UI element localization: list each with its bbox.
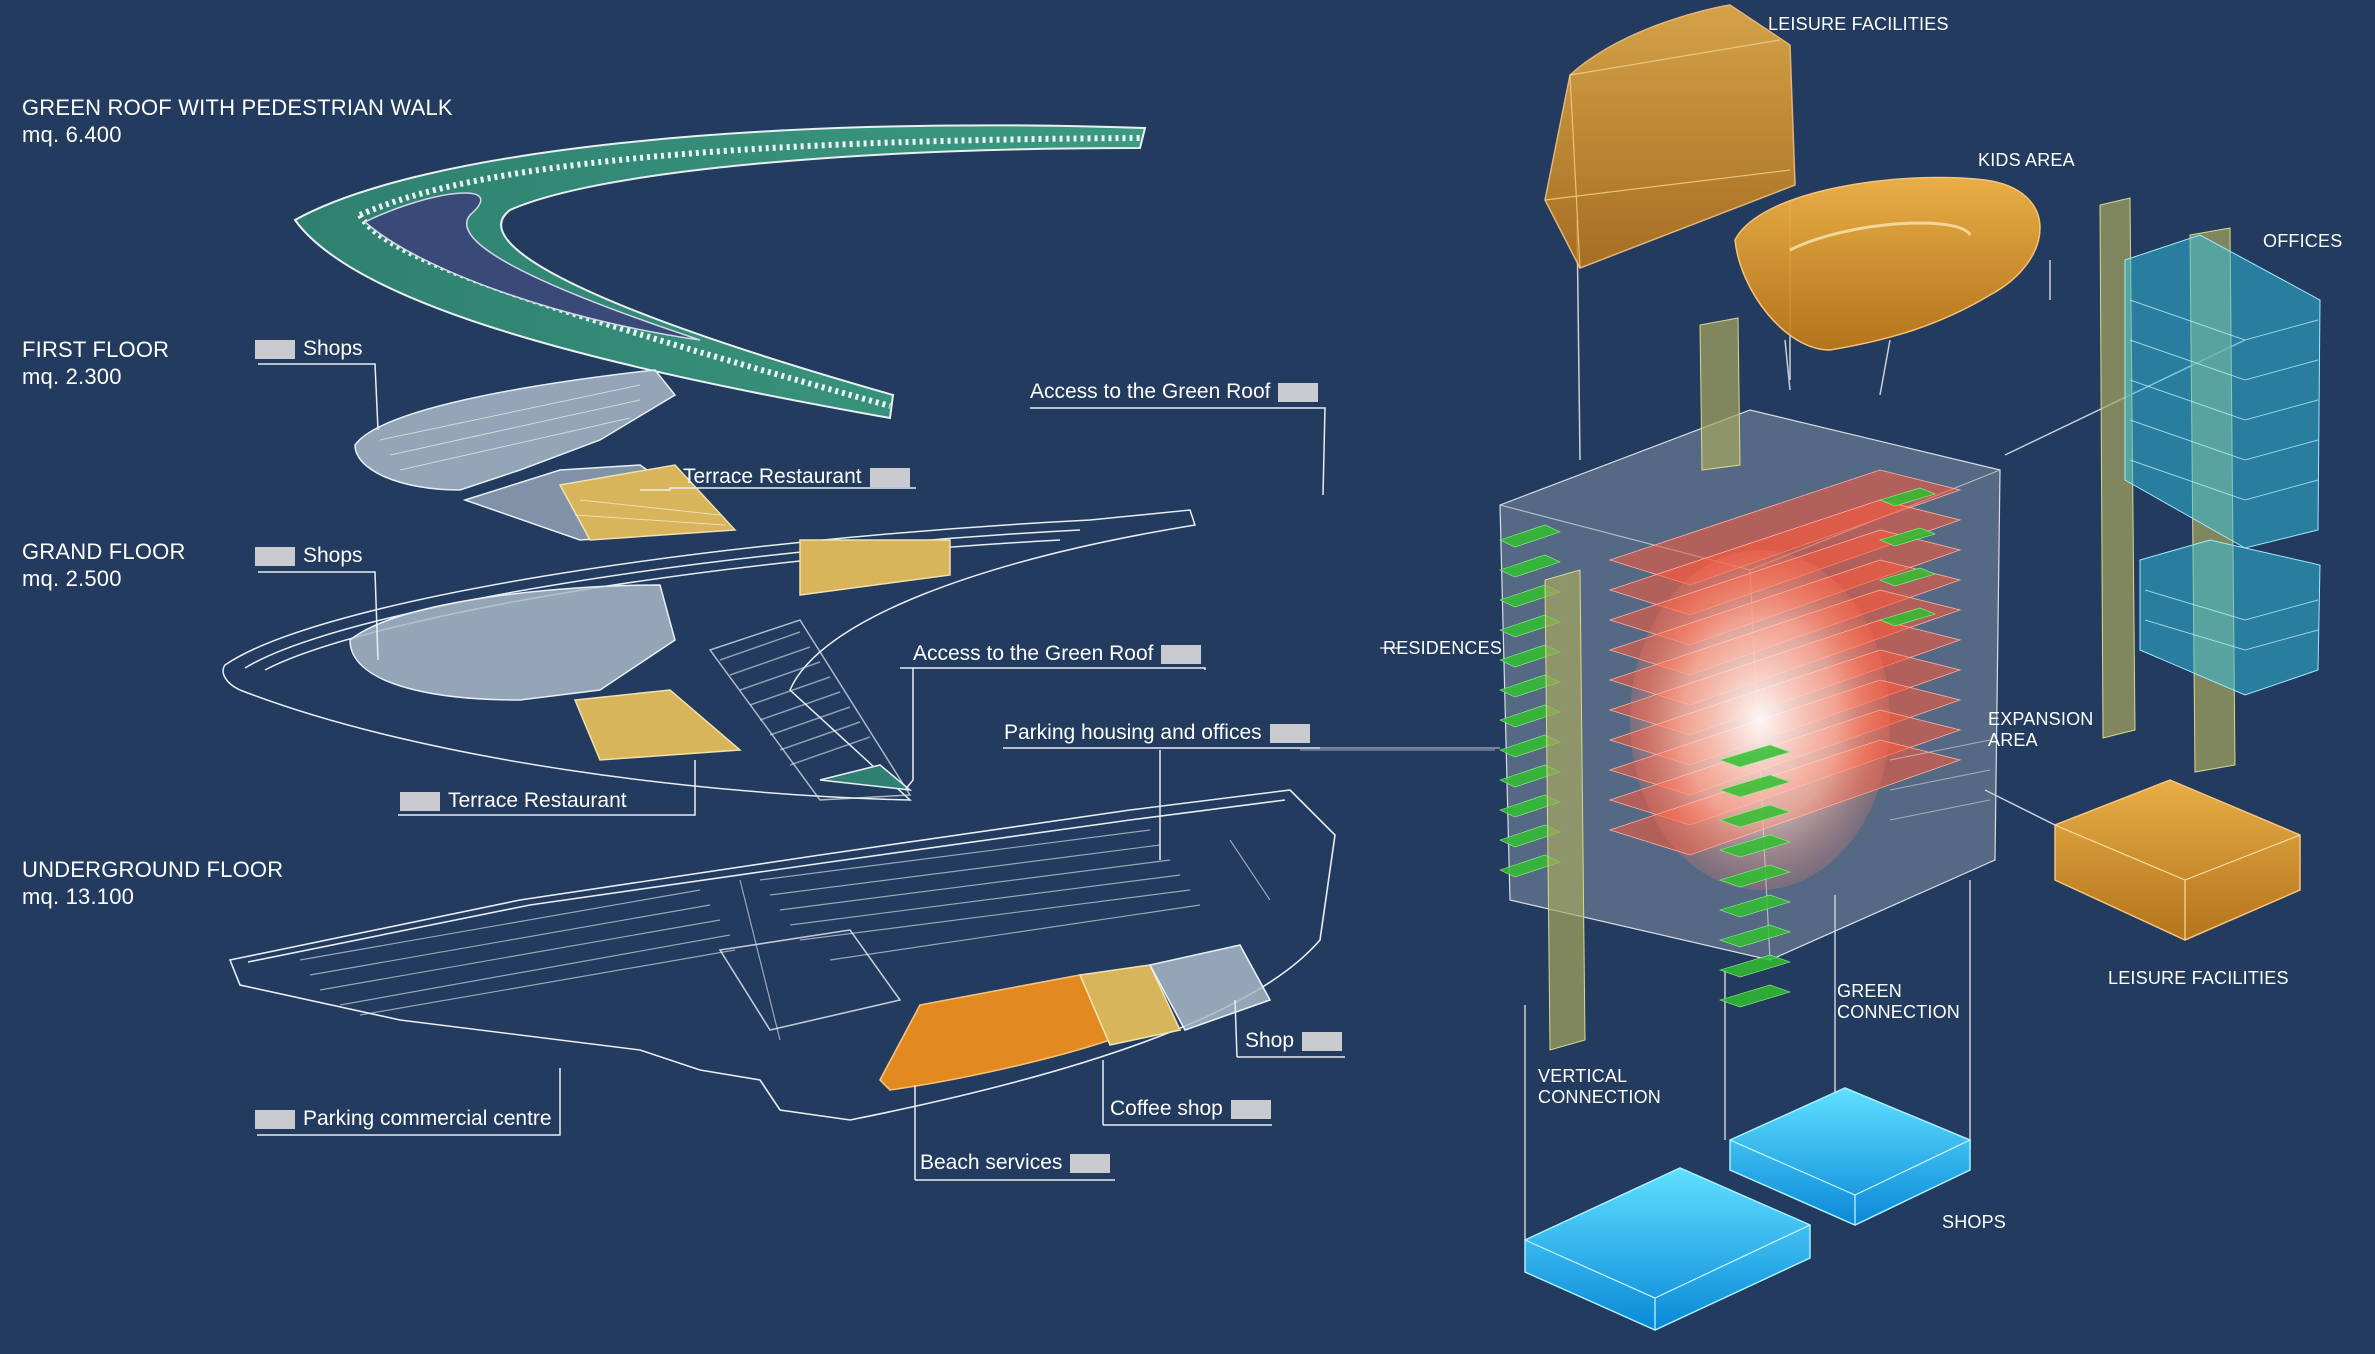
callout-shop: Shop xyxy=(1245,1029,1343,1053)
label-offices: OFFICES xyxy=(2263,231,2342,252)
label-green-connection: GREEN CONNECTION xyxy=(1837,981,1960,1023)
callout-grand-terrace: Terrace Restaurant xyxy=(400,789,627,813)
floor-title-green-roof: GREEN ROOF WITH PEDESTRIAN WALK mq. 6.40… xyxy=(22,94,453,148)
floor-area: mq. 6.400 xyxy=(22,122,122,147)
label-text: RESIDENCES xyxy=(1383,638,1503,658)
label-text: CONNECTION xyxy=(1538,1087,1661,1107)
callout-label: Access to the Green Roof xyxy=(913,642,1154,665)
label-leisure-facilities-top: LEISURE FACILITIES xyxy=(1768,14,1949,35)
legend-swatch xyxy=(255,1109,295,1129)
label-kids-area: KIDS AREA xyxy=(1978,150,2075,171)
legend-swatch xyxy=(400,791,440,811)
legend-swatch xyxy=(255,546,295,566)
tower-building xyxy=(1300,4,2321,1331)
callout-label: Coffee shop xyxy=(1110,1097,1223,1120)
legend-swatch xyxy=(869,467,910,487)
callout-beach-services: Beach services xyxy=(920,1151,1111,1175)
callout-label: Shops xyxy=(303,337,363,360)
label-text: LEISURE FACILITIES xyxy=(2108,968,2289,988)
legend-swatch xyxy=(1278,382,1319,402)
label-text: AREA xyxy=(1988,730,2038,750)
label-text: GREEN xyxy=(1837,981,1903,1001)
floor-title-underground: UNDERGROUND FLOOR mq. 13.100 xyxy=(22,856,283,910)
callout-label: Shop xyxy=(1245,1029,1295,1052)
legend-swatch xyxy=(1070,1153,1111,1173)
floor-name: UNDERGROUND FLOOR xyxy=(22,857,284,882)
floor-name: FIRST FLOOR xyxy=(22,337,170,362)
callout-first-shops: Shops xyxy=(255,337,363,361)
callout-label: Parking commercial centre xyxy=(303,1107,552,1130)
callout-label: Shops xyxy=(303,544,363,567)
callout-label: Terrace Restaurant xyxy=(683,465,862,488)
label-text: LEISURE FACILITIES xyxy=(1768,14,1949,34)
label-text: KIDS AREA xyxy=(1978,150,2075,170)
floor-name: GRAND FLOOR xyxy=(22,539,186,564)
underground-floor-plan xyxy=(228,789,1336,1121)
legend-swatch xyxy=(1161,644,1202,664)
legend-swatch xyxy=(1230,1099,1271,1119)
label-vertical-connection: VERTICAL CONNECTION xyxy=(1538,1066,1661,1108)
label-text: SHOPS xyxy=(1942,1212,2007,1232)
callout-label: Beach services xyxy=(920,1151,1063,1174)
label-leisure-facilities-bottom: LEISURE FACILITIES xyxy=(2108,968,2289,989)
label-text: EXPANSION xyxy=(1988,709,2094,729)
label-shops: SHOPS xyxy=(1942,1212,2006,1233)
label-text: VERTICAL xyxy=(1538,1066,1628,1086)
callout-parking-commercial: Parking commercial centre xyxy=(255,1107,552,1131)
floor-name: GREEN ROOF WITH PEDESTRIAN WALK xyxy=(22,95,453,120)
label-expansion-area: EXPANSION AREA xyxy=(1988,709,2094,751)
callout-label: Parking housing and offices xyxy=(1004,721,1262,744)
grand-floor-plan xyxy=(222,509,1196,801)
floor-title-first: FIRST FLOOR mq. 2.300 xyxy=(22,336,169,390)
callout-access-roof-2: Access to the Green Roof xyxy=(913,642,1202,666)
green-roof-plan xyxy=(293,124,1147,420)
callout-access-roof-1: Access to the Green Roof xyxy=(1030,380,1319,404)
callout-leaders xyxy=(257,363,1500,1181)
label-text: CONNECTION xyxy=(1837,1002,1960,1022)
label-text: OFFICES xyxy=(2263,231,2343,251)
callout-label: Terrace Restaurant xyxy=(448,789,627,812)
callout-coffee-shop: Coffee shop xyxy=(1110,1097,1271,1121)
first-floor-plan xyxy=(354,369,737,541)
floor-title-grand: GRAND FLOOR mq. 2.500 xyxy=(22,538,186,592)
floor-area: mq. 13.100 xyxy=(22,884,135,909)
legend-swatch xyxy=(1269,723,1310,743)
callout-label: Access to the Green Roof xyxy=(1030,380,1271,403)
label-residences: RESIDENCES xyxy=(1383,638,1502,659)
floor-area: mq. 2.500 xyxy=(22,566,122,591)
callout-parking-housing: Parking housing and offices xyxy=(1004,721,1310,745)
legend-swatch xyxy=(255,339,295,359)
legend-swatch xyxy=(1302,1031,1343,1051)
callout-grand-shops: Shops xyxy=(255,544,363,568)
floor-area: mq. 2.300 xyxy=(22,364,122,389)
callout-first-terrace: Terrace Restaurant xyxy=(683,465,910,489)
